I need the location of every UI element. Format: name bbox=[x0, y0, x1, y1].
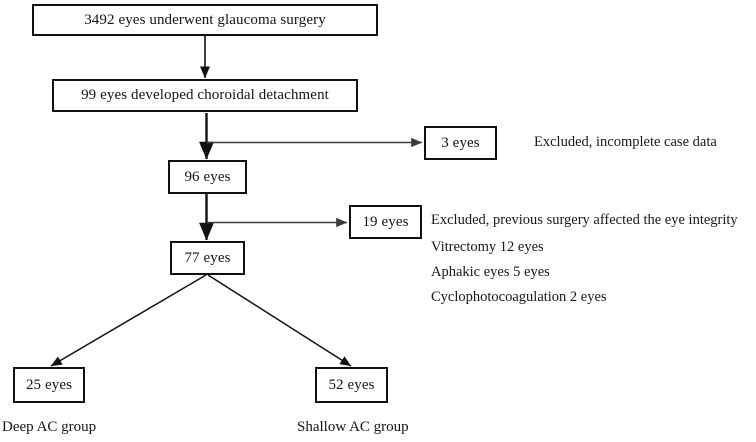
node-deep-ac: 25 eyes bbox=[13, 367, 85, 403]
node-excluded-prior-surgery: 19 eyes bbox=[349, 205, 422, 239]
node-shallow-ac: 52 eyes bbox=[315, 367, 388, 403]
node-choroidal-detachment: 99 eyes developed choroidal detachment bbox=[52, 79, 358, 112]
annotation-prior-surgery-reason-text: Excluded, previous surgery affected the … bbox=[431, 212, 738, 228]
annotation-breakdown-vitrectomy-text: Vitrectomy 12 eyes bbox=[431, 239, 544, 255]
node-analysed: 77 eyes bbox=[170, 241, 245, 275]
node-total-surgery: 3492 eyes underwent glaucoma surgery bbox=[32, 4, 378, 36]
node-deep-ac-label: 25 eyes bbox=[25, 376, 73, 393]
annotation-breakdown-vitrectomy: Vitrectomy 12 eyes bbox=[431, 239, 544, 256]
annotation-breakdown-aphakic-text: Aphakic eyes 5 eyes bbox=[431, 264, 550, 280]
annotation-incomplete-reason: Excluded, incomplete case data bbox=[534, 134, 717, 151]
annotation-incomplete-reason-text: Excluded, incomplete case data bbox=[534, 134, 717, 150]
annotation-prior-surgery-reason: Excluded, previous surgery affected the … bbox=[431, 212, 738, 229]
connector-77-to-shallow-ac bbox=[207, 274, 352, 367]
annotation-breakdown-aphakic: Aphakic eyes 5 eyes bbox=[431, 264, 550, 281]
node-analysed-label: 77 eyes bbox=[184, 249, 231, 266]
node-total-surgery-label: 3492 eyes underwent glaucoma surgery bbox=[84, 11, 326, 28]
node-choroidal-detachment-label: 99 eyes developed choroidal detachment bbox=[81, 87, 329, 104]
node-excluded-incomplete: 3 eyes bbox=[424, 126, 497, 160]
caption-deep-ac-group-text: Deep AC group bbox=[2, 419, 97, 435]
connector-77-to-deep-ac bbox=[50, 274, 207, 367]
node-after-incomplete-label: 96 eyes bbox=[184, 168, 231, 185]
caption-shallow-ac-group-text: Shallow AC group bbox=[297, 419, 409, 435]
annotation-breakdown-cyclophotocoagulation-text: Cyclophotocoagulation 2 eyes bbox=[431, 289, 607, 305]
caption-deep-ac-group: Deep AC group bbox=[2, 419, 96, 436]
node-excluded-prior-surgery-label: 19 eyes bbox=[362, 213, 409, 230]
node-shallow-ac-label: 52 eyes bbox=[328, 376, 375, 393]
node-excluded-incomplete-label: 3 eyes bbox=[441, 134, 480, 151]
node-after-incomplete: 96 eyes bbox=[168, 160, 247, 194]
caption-shallow-ac-group: Shallow AC group bbox=[297, 419, 409, 436]
annotation-breakdown-cyclophotocoagulation: Cyclophotocoagulation 2 eyes bbox=[431, 289, 607, 306]
